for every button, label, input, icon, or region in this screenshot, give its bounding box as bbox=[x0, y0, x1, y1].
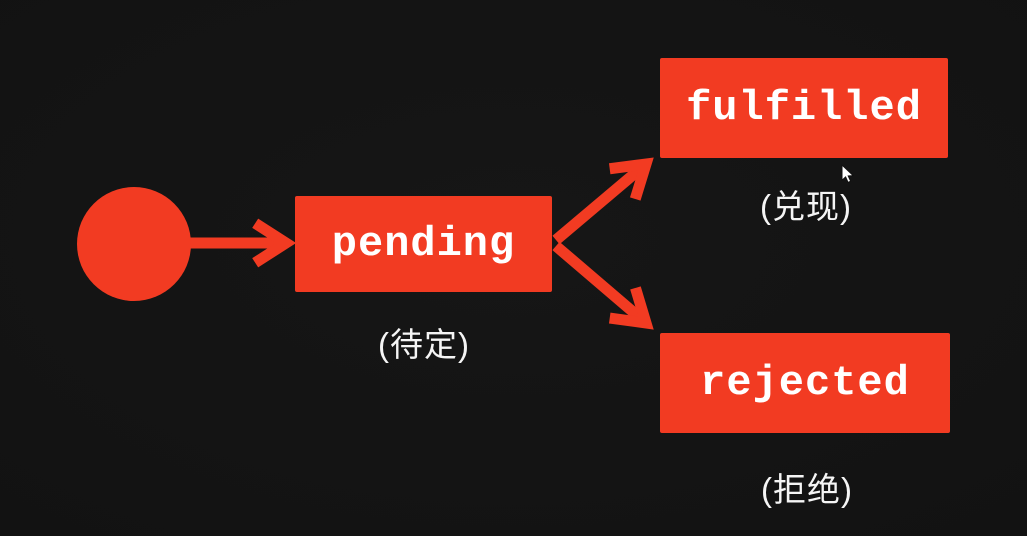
translation-fulfilled: (兑现) bbox=[760, 188, 852, 225]
arrow-pending-to-rejected bbox=[552, 241, 654, 330]
translation-rejected: (拒绝) bbox=[761, 471, 853, 508]
start-state-circle bbox=[77, 187, 191, 301]
state-label-rejected: rejected bbox=[700, 359, 910, 407]
state-label-pending: pending bbox=[331, 220, 516, 268]
state-box-fulfilled: fulfilled bbox=[660, 58, 948, 158]
state-box-pending: pending bbox=[295, 196, 552, 292]
arrow-pending-to-fulfilled bbox=[552, 157, 654, 245]
state-box-rejected: rejected bbox=[660, 333, 950, 433]
translation-pending: (待定) bbox=[378, 326, 470, 363]
state-label-fulfilled: fulfilled bbox=[686, 84, 922, 132]
